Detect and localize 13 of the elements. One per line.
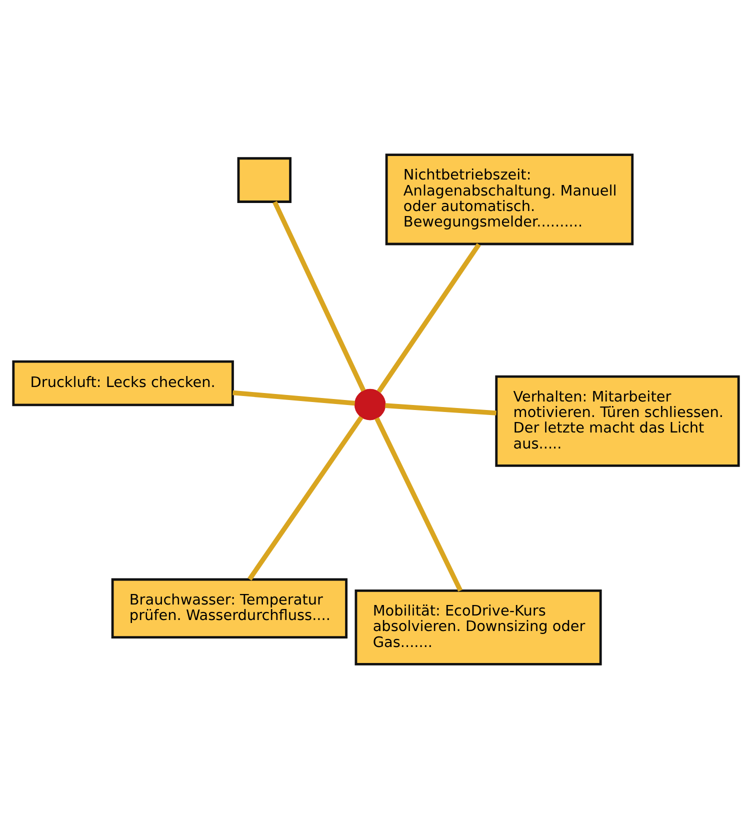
- connector: [374, 417, 463, 592]
- node-box: Nichtbetriebszeit: Anlagenabschaltung. Manuell oder automatisch. Bewegungsmelder..........: [385, 154, 634, 246]
- node-box: Druckluft: Lecks checken.: [12, 360, 234, 406]
- connector: [272, 200, 366, 392]
- node-box: [237, 157, 292, 203]
- connector: [232, 390, 356, 406]
- node-box: Verhalten: Mitarbeiter motivieren. Türen schliessen. Der letzte macht das Licht aus.....: [495, 375, 740, 467]
- node-box: Mobilität: EcoDrive-Kurs absolvieren. Downsizing oder Gas.......: [354, 589, 602, 666]
- connector: [376, 243, 481, 394]
- node-box: Brauchwasser: Temperatur prüfen. Wasserdurchfluss....: [111, 578, 348, 639]
- node-circle: [354, 388, 386, 420]
- connector: [385, 403, 496, 416]
- connector: [248, 416, 364, 581]
